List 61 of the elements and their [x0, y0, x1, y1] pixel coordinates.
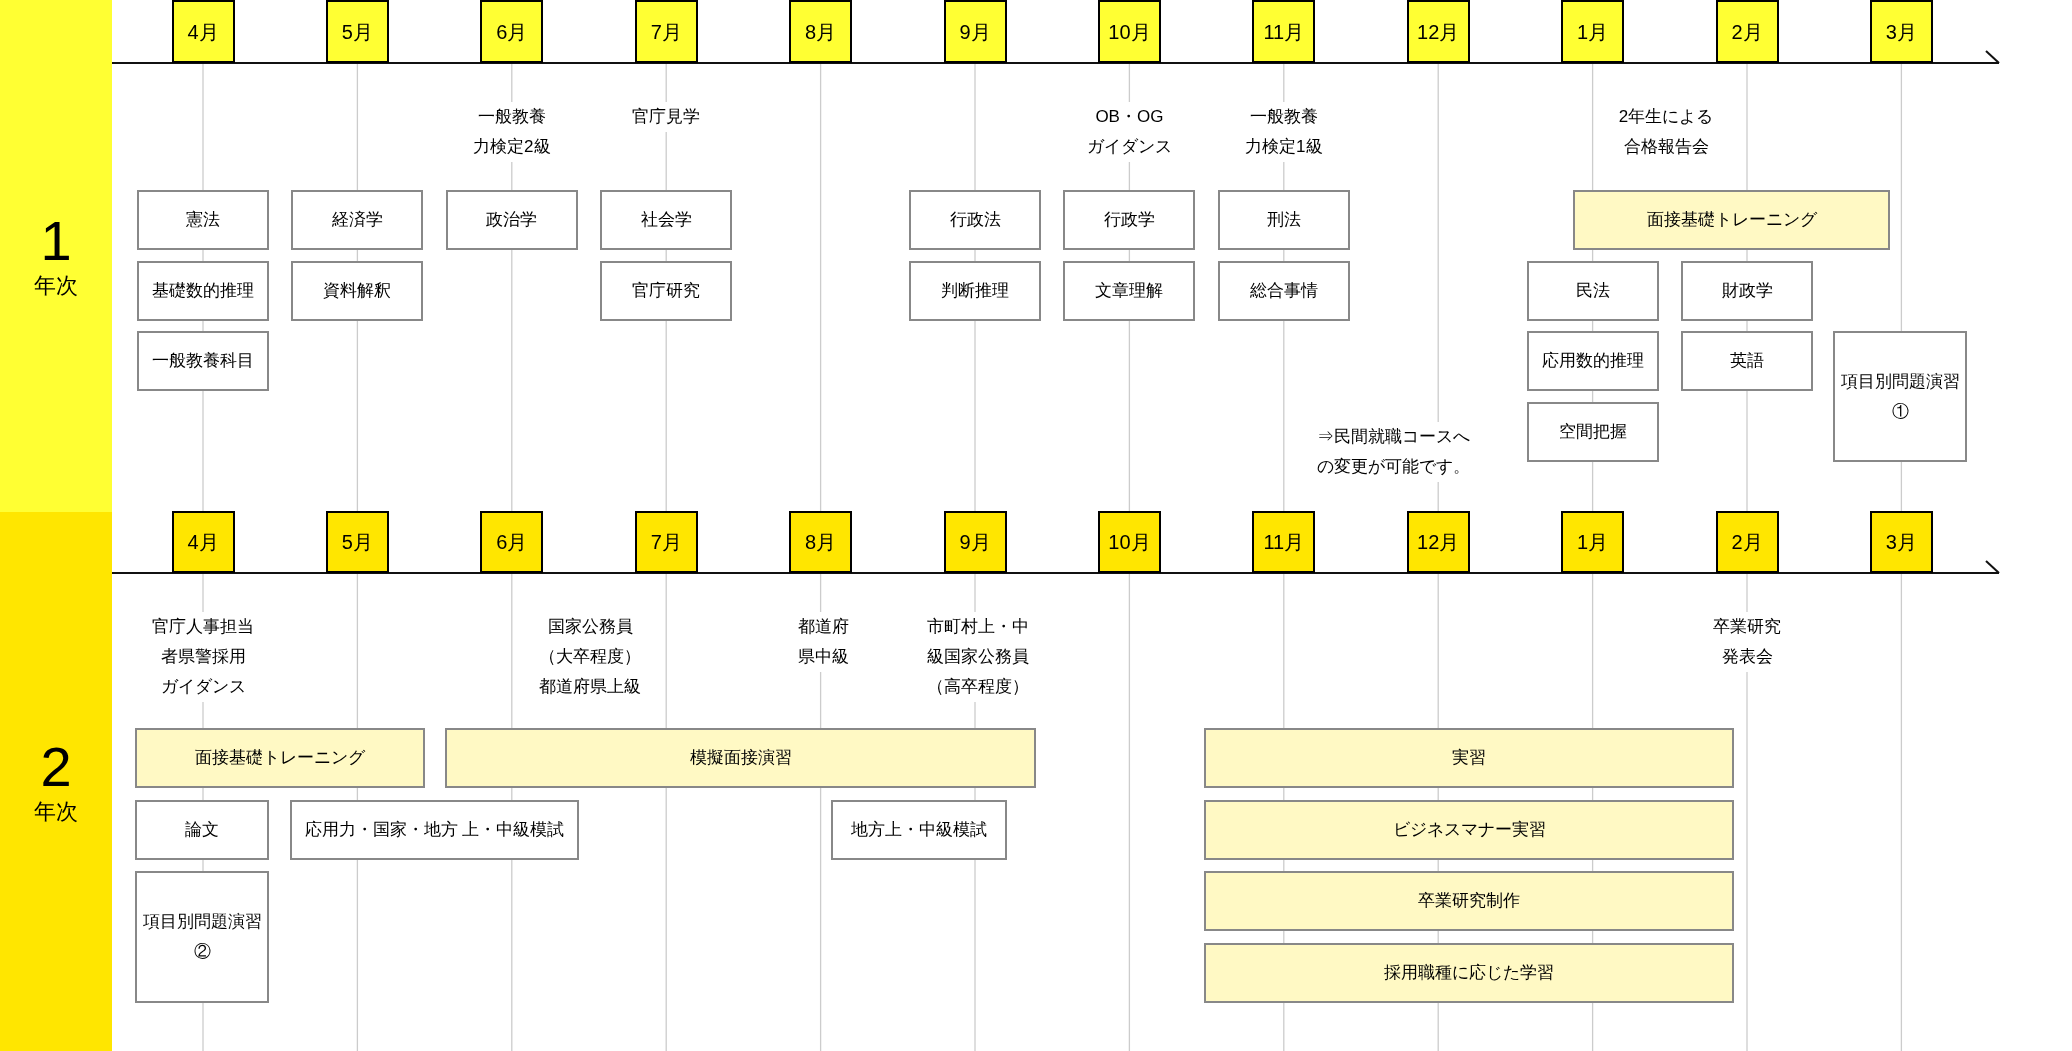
year-band [0, 0, 112, 512]
year-number: 1 [40, 211, 72, 271]
course-box: 行政学 [1063, 190, 1196, 250]
month-tag: 10月 [1097, 511, 1161, 573]
course-box: 一般教養科目 [137, 331, 269, 391]
year-suffix: 年次 [34, 797, 78, 826]
month-tag: 3月 [1869, 511, 1933, 573]
month-tag: 8月 [789, 0, 853, 63]
month-tag: 6月 [480, 0, 544, 63]
course-box: 応用力・国家・地方 上・中級模試 [290, 800, 579, 860]
month-tag: 1月 [1561, 511, 1625, 573]
year-suffix: 年次 [34, 272, 78, 300]
course-box: 行政法 [909, 190, 1041, 250]
month-tag: 1月 [1561, 0, 1625, 63]
month-tag: 12月 [1406, 0, 1470, 63]
month-tag: 7月 [634, 0, 698, 63]
course-box: 政治学 [445, 190, 578, 250]
course-box: 経済学 [291, 190, 424, 250]
month-tag: 2月 [1715, 0, 1779, 63]
course-box: 刑法 [1217, 190, 1350, 250]
course-box: 論文 [135, 800, 269, 860]
course-box: 官庁研究 [600, 261, 733, 321]
month-tag: 9月 [943, 0, 1007, 63]
course-box: 総合事情 [1217, 261, 1350, 321]
course-box: 資料解釈 [291, 261, 424, 321]
course-box: 基礎数的推理 [137, 261, 269, 321]
year-band [0, 512, 112, 1051]
course-bar: 採用職種に応じた学習 [1204, 943, 1734, 1003]
course-box: 社会学 [600, 190, 733, 250]
course-box: 項目別問題演習② [135, 871, 269, 1003]
month-tag: 8月 [789, 511, 853, 573]
month-tag: 7月 [634, 511, 698, 573]
course-box: 応用数的推理 [1526, 331, 1659, 391]
month-tag: 4月 [171, 511, 235, 573]
course-box: 民法 [1526, 261, 1659, 321]
month-tag: 12月 [1406, 511, 1470, 573]
course-bar: 面接基礎トレーニング [135, 728, 425, 788]
course-bar: 卒業研究制作 [1204, 871, 1734, 931]
month-tag: 5月 [325, 511, 389, 573]
course-box: 項目別問題演習① [1833, 331, 1967, 462]
course-box: 空間把握 [1526, 402, 1659, 462]
month-tag: 3月 [1869, 0, 1933, 63]
course-box: 文章理解 [1063, 261, 1196, 321]
month-tag: 11月 [1252, 0, 1316, 63]
month-tag: 9月 [943, 511, 1007, 573]
course-box: 判断推理 [909, 261, 1041, 321]
course-box: 英語 [1681, 331, 1813, 391]
course-box: 憲法 [137, 190, 269, 250]
course-box: 財政学 [1681, 261, 1813, 321]
course-bar: 実習 [1204, 728, 1734, 788]
year-number: 2 [40, 736, 72, 797]
month-tag: 2月 [1715, 511, 1779, 573]
month-tag: 4月 [171, 0, 235, 63]
course-bar: ビジネスマナー実習 [1204, 800, 1734, 860]
course-bar: 面接基礎トレーニング [1573, 190, 1890, 250]
month-tag: 5月 [325, 0, 389, 63]
month-tag: 6月 [480, 511, 544, 573]
month-tag: 11月 [1252, 511, 1316, 573]
course-box: 地方上・中級模試 [831, 800, 1007, 860]
month-tag: 10月 [1097, 0, 1161, 63]
course-bar: 模擬面接演習 [445, 728, 1036, 788]
